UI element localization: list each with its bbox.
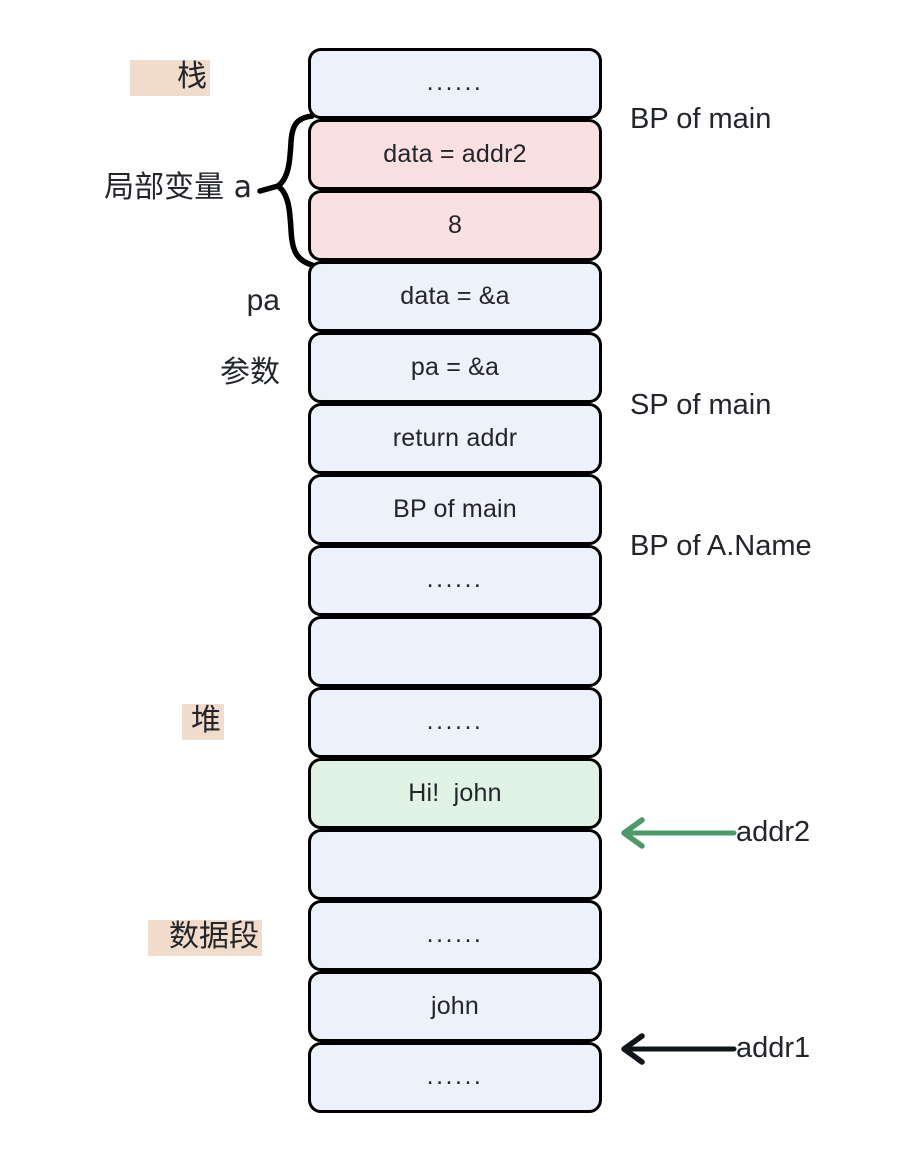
memory-cell-label: BP of main <box>393 495 517 523</box>
memory-cell-label: john <box>430 992 480 1020</box>
label-pa: pa <box>246 284 280 317</box>
pointer-arrow-addr1-label: addr1 <box>736 1032 811 1064</box>
region-label-stack: 栈 <box>130 60 210 96</box>
pointer-arrow-addr2-label: addr2 <box>736 816 811 848</box>
memory-cell: ...... <box>308 545 602 616</box>
memory-cell: pa = &a <box>308 332 602 403</box>
marker-bp-of-main: BP of main <box>630 103 772 135</box>
memory-cell: ...... <box>308 687 602 758</box>
memory-cell-label: ...... <box>426 565 484 593</box>
memory-cell: ...... <box>308 48 602 119</box>
label-local-variable-a: 局部变量 a <box>104 170 252 205</box>
memory-cell-label: ...... <box>426 1062 484 1090</box>
marker-bp-of-a-name: BP of A.Name <box>630 530 812 562</box>
memory-cell-label: ...... <box>426 920 484 948</box>
memory-cell-label: return addr <box>392 424 518 452</box>
memory-cell-label: ...... <box>426 68 484 96</box>
memory-cell <box>308 829 602 900</box>
memory-cell: data = addr2 <box>308 119 602 190</box>
pointer-arrow-addr1 <box>621 1033 737 1065</box>
memory-cell-label: data = &a <box>400 282 510 310</box>
pointer-arrow-addr2 <box>621 817 737 849</box>
memory-cell-label: Hi! john <box>408 779 502 807</box>
memory-cell-stack: ...... data = addr2 8 data = &a pa = &a … <box>308 48 602 1113</box>
memory-cell-label: data = addr2 <box>383 140 527 168</box>
memory-cell: data = &a <box>308 261 602 332</box>
memory-cell: ...... <box>308 900 602 971</box>
memory-cell-label: ...... <box>426 707 484 735</box>
marker-sp-of-main: SP of main <box>630 389 772 421</box>
brace-local-variable <box>257 113 314 268</box>
memory-cell-label: pa = &a <box>410 353 500 381</box>
memory-cell: return addr <box>308 403 602 474</box>
memory-cell <box>308 616 602 687</box>
memory-cell-label: 8 <box>447 211 463 239</box>
memory-cell: 8 <box>308 190 602 261</box>
region-label-heap: 堆 <box>182 704 224 740</box>
memory-cell: Hi! john <box>308 758 602 829</box>
region-label-data-segment: 数据段 <box>148 920 262 956</box>
memory-cell: BP of main <box>308 474 602 545</box>
memory-cell: john <box>308 971 602 1042</box>
memory-cell: ...... <box>308 1042 602 1113</box>
label-parameters: 参数 <box>220 355 280 390</box>
